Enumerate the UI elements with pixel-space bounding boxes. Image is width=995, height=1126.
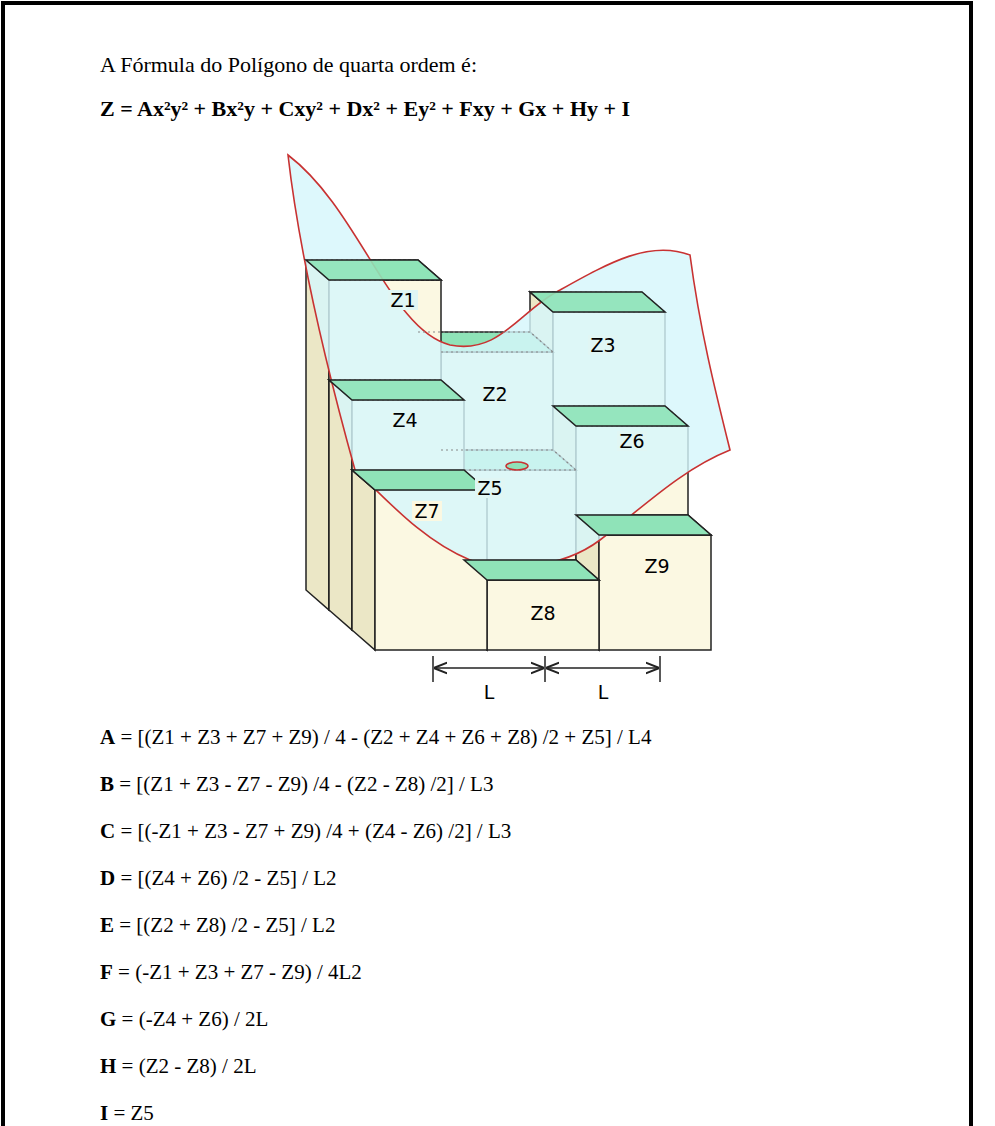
block-top bbox=[464, 560, 599, 580]
heading: A Fórmula do Polígono de quarta ordem é: bbox=[100, 52, 477, 78]
grid-line bbox=[329, 380, 464, 400]
surface-hole bbox=[506, 462, 528, 470]
block-top bbox=[576, 515, 711, 535]
equation: E = [(Z2 + Z8) /2 - Z5] / L2 bbox=[100, 913, 335, 938]
block-top bbox=[530, 292, 665, 312]
equation: A = [(Z1 + Z3 + Z7 + Z9) / 4 - (Z2 + Z4 … bbox=[100, 725, 651, 750]
block-top bbox=[352, 470, 487, 490]
grid-line bbox=[441, 351, 553, 352]
block-front bbox=[487, 580, 599, 650]
dimension-lines bbox=[433, 656, 660, 682]
block-top bbox=[553, 406, 688, 426]
block-front bbox=[599, 535, 711, 650]
equation: H = (Z2 - Z8) / 2L bbox=[100, 1054, 256, 1079]
grid-line bbox=[418, 332, 553, 352]
callout-label: Z1 bbox=[388, 290, 417, 311]
grid-lines bbox=[306, 260, 688, 470]
surface bbox=[288, 155, 730, 567]
equation: C = [(-Z1 + Z3 - Z7 + Z9) /4 + (Z4 - Z6)… bbox=[100, 819, 511, 844]
equation: F = (-Z1 + Z3 + Z7 - Z9) / 4L2 bbox=[100, 960, 362, 985]
equation: B = [(Z1 + Z3 - Z7 - Z9) /4 - (Z2 - Z8) … bbox=[100, 772, 493, 797]
block-top bbox=[553, 406, 688, 426]
block-top bbox=[306, 260, 441, 280]
dimension-label: L bbox=[482, 682, 497, 703]
equation: D = [(Z4 + Z6) /2 - Z5] / L2 bbox=[100, 866, 337, 891]
grid-line bbox=[553, 406, 688, 426]
block-top bbox=[464, 560, 599, 580]
block-top bbox=[576, 515, 711, 535]
callout-label: Z7 bbox=[412, 501, 441, 522]
callout-label: Z3 bbox=[588, 335, 617, 356]
block-tops bbox=[306, 260, 711, 580]
block-top bbox=[306, 260, 441, 280]
block-side bbox=[352, 470, 375, 650]
block-top bbox=[329, 380, 464, 400]
callout-label: Z8 bbox=[528, 603, 557, 624]
dimension-label: L bbox=[596, 682, 611, 703]
callout-label: Z5 bbox=[475, 478, 504, 499]
callout-label: Z4 bbox=[390, 410, 419, 431]
block-top bbox=[530, 292, 665, 312]
callout-label: Z6 bbox=[617, 431, 646, 452]
block-top bbox=[352, 470, 487, 490]
callout-label: Z2 bbox=[480, 384, 509, 405]
grid-line bbox=[306, 260, 441, 280]
grid-line bbox=[530, 292, 665, 312]
page-border bbox=[3, 3, 971, 1126]
grid-line bbox=[441, 450, 576, 470]
equation: G = (-Z4 + Z6) / 2L bbox=[100, 1007, 268, 1032]
equation: I = Z5 bbox=[100, 1101, 154, 1126]
block-top bbox=[329, 380, 464, 400]
formula: Z = Ax²y² + Bx²y + Cxy² + Dx² + Ey² + Fx… bbox=[100, 96, 630, 122]
callout-label: Z9 bbox=[642, 556, 671, 577]
